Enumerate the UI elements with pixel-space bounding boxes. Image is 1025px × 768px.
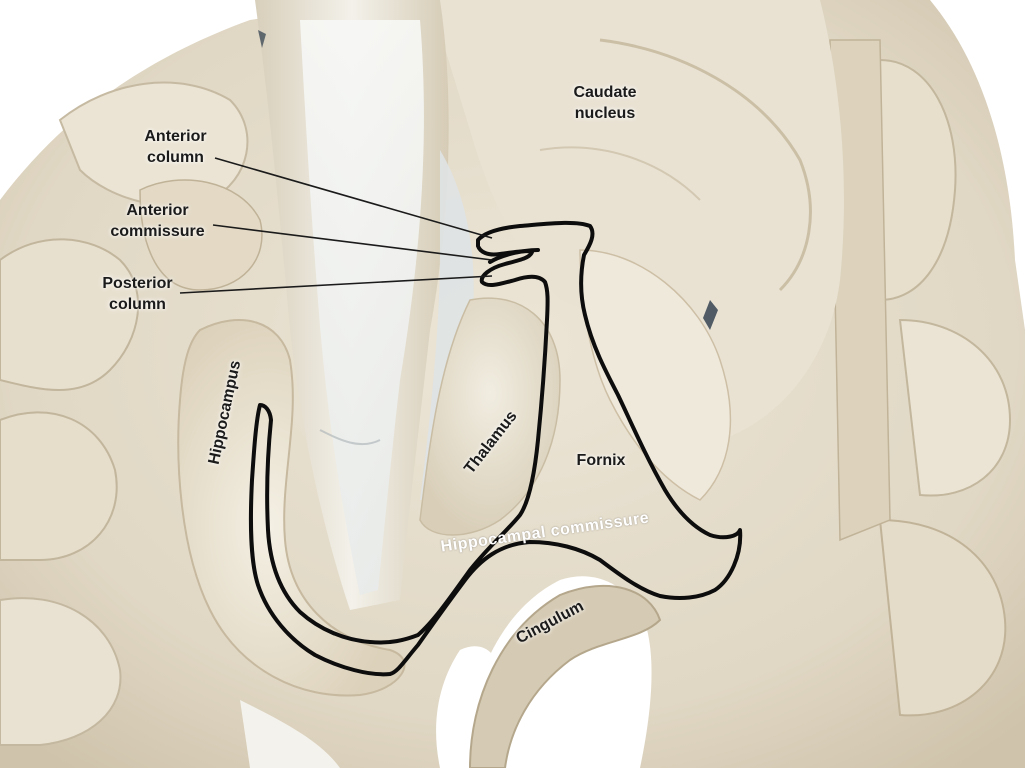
label-caudate-nucleus: Caudate nucleus bbox=[560, 82, 650, 124]
label-anterior-commissure: Anterior commissure bbox=[100, 200, 215, 242]
label-anterior-column-line2: column bbox=[147, 149, 204, 166]
thalamus-body bbox=[419, 297, 561, 536]
label-posterior-column: Posterior column bbox=[85, 273, 190, 315]
label-anterior-commissure-line1: Anterior bbox=[126, 202, 189, 219]
anterior-commissure-outline bbox=[488, 248, 540, 264]
label-caudate-line2: nucleus bbox=[574, 105, 636, 122]
leader-anterior-column bbox=[214, 157, 493, 239]
fornix-outline bbox=[248, 220, 743, 677]
label-anterior-column-line1: Anterior bbox=[144, 128, 207, 145]
label-anterior-commissure-line2: commissure bbox=[110, 223, 205, 240]
label-anterior-column: Anterior column bbox=[128, 126, 223, 168]
hippocampus-body bbox=[177, 319, 406, 697]
label-fornix: Fornix bbox=[576, 452, 626, 469]
fornix-body bbox=[579, 249, 732, 501]
label-posterior-column-line1: Posterior bbox=[102, 275, 173, 292]
label-posterior-column-line2: column bbox=[109, 296, 166, 313]
leader-posterior-column bbox=[179, 275, 493, 294]
leader-anterior-commissure bbox=[212, 224, 493, 261]
cingulum-body bbox=[468, 584, 662, 768]
caudate-region bbox=[430, 0, 844, 440]
label-caudate-line1: Caudate bbox=[573, 84, 637, 101]
